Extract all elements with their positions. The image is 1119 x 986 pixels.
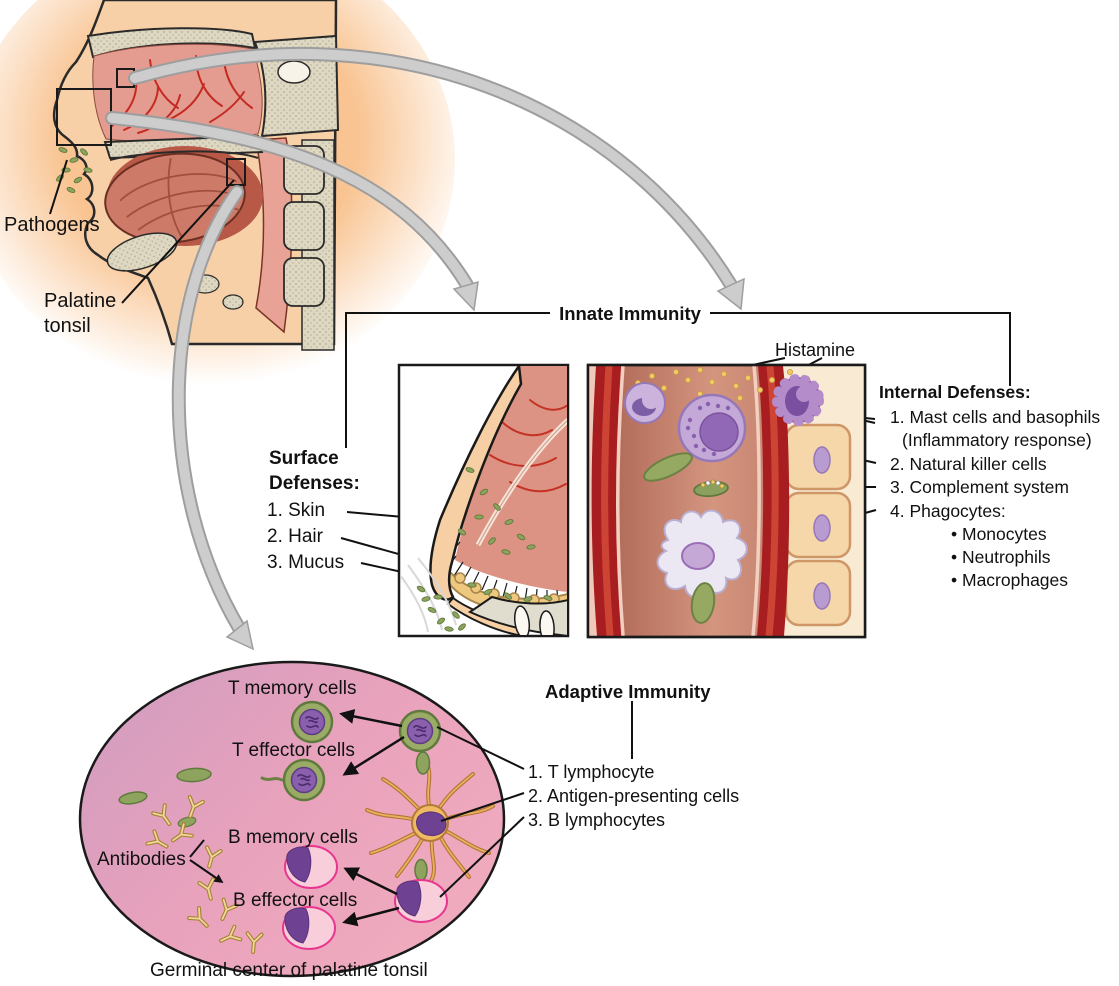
internal-item-phagocytes: 4. Phagocytes: — [890, 501, 1006, 521]
left-vessel-highlight — [601, 366, 614, 636]
adaptive-item-t: 1. T lymphocyte — [528, 762, 655, 782]
right-vessel-intima — [751, 366, 761, 636]
innate-bracket-left — [345, 312, 550, 448]
epithelial-nucleus — [813, 514, 831, 542]
histamine-label: Histamine — [775, 340, 856, 360]
internal-item-complement: 3. Complement system — [890, 477, 1069, 497]
tooth — [539, 610, 555, 635]
bacterium — [415, 751, 431, 775]
panel-border — [586, 363, 867, 639]
b-memory-label: B memory cells — [228, 827, 358, 848]
surface-defenses-panel — [397, 363, 570, 638]
larynx-cartilage — [222, 294, 244, 310]
internal-item-nk: 2. Natural killer cells — [890, 454, 1047, 474]
bacterium — [690, 582, 716, 624]
epithelial-cells — [784, 423, 852, 627]
bacterium — [643, 452, 693, 482]
pathogens-leader — [49, 159, 68, 215]
bacterium — [176, 767, 212, 783]
bacterium — [414, 858, 428, 882]
t-effector-cell — [282, 758, 326, 802]
palatine-tonsil-label: Palatine tonsil — [44, 290, 117, 337]
differentiation-arrows — [339, 708, 405, 927]
internal-defenses-title: Internal Defenses: — [879, 382, 1031, 402]
left-vessel-intima — [616, 366, 625, 636]
t-memory-cell — [290, 700, 334, 744]
parent-t-lymphocyte — [398, 709, 442, 753]
phagocyte-macrophages: • Macrophages — [951, 570, 1069, 590]
mast-cell — [624, 382, 666, 424]
innate-bracket-right — [710, 312, 1011, 386]
arrowhead — [452, 280, 479, 312]
surface-defenses-title: Surface Defenses: — [269, 448, 360, 494]
adaptive-item-apc: 2. Antigen-presenting cells — [528, 786, 740, 806]
t-effector-tail — [260, 776, 284, 782]
phagocyte-monocytes: • Monocytes — [951, 524, 1047, 544]
surface-item-hair: 2. Hair — [267, 526, 323, 547]
adaptive-leaders — [436, 726, 525, 898]
germinal-center — [78, 660, 525, 978]
basophil-cell — [772, 374, 824, 426]
flow-arrows — [105, 46, 745, 651]
epithelial-nucleus — [813, 446, 831, 474]
tooth — [513, 605, 531, 635]
b-effector-label: B effector cells — [233, 890, 358, 911]
head-illustration — [0, 0, 455, 385]
internal-defenses-panel — [586, 363, 867, 639]
vertebra — [283, 201, 325, 251]
arrowhead — [225, 619, 255, 651]
tonsil-sample-box — [226, 158, 246, 186]
nk-granules — [685, 401, 731, 457]
apc-nucleus — [416, 811, 447, 837]
tongue — [104, 152, 246, 244]
palate-arch — [109, 150, 259, 161]
tonsil-leader — [121, 179, 235, 304]
right-vessel-highlight — [765, 366, 779, 636]
vertebra — [283, 257, 325, 307]
adaptive-item-b: 3. B lymphocytes — [528, 810, 666, 830]
parent-b-lymphocyte — [394, 879, 448, 923]
pale-vessel-line — [477, 420, 567, 546]
germinal-center-caption: Germinal center of palatine tonsil — [150, 960, 428, 981]
bacterium — [118, 791, 148, 805]
surface-item-mucus: 3. Mucus — [267, 552, 345, 573]
adaptive-immunity-title: Adaptive Immunity — [545, 681, 711, 702]
t-memory-label: T memory cells — [228, 678, 357, 699]
phagocyte-cell — [656, 509, 748, 598]
pathogens-label: Pathogens — [4, 214, 100, 236]
sphenoid-sinus — [277, 60, 311, 84]
arrowhead — [716, 277, 745, 311]
b-effector-cell — [282, 906, 336, 950]
epithelial-nucleus — [813, 582, 831, 610]
natural-killer-cell — [677, 393, 747, 463]
b-memory-cell — [284, 845, 338, 889]
internal-item-inflammatory: (Inflammatory response) — [902, 430, 1092, 450]
phagocyte-neutrophils: • Neutrophils — [951, 547, 1051, 567]
surface-item-skin: 1. Skin — [267, 500, 326, 521]
antibodies-label: Antibodies — [97, 849, 186, 870]
innate-immunity-title: Innate Immunity — [559, 303, 701, 324]
antibody-leaders — [189, 839, 224, 884]
t-effector-label: T effector cells — [232, 740, 355, 761]
internal-item-mast: 1. Mast cells and basophils — [890, 407, 1101, 427]
complement-attacked-bacterium — [693, 479, 729, 498]
